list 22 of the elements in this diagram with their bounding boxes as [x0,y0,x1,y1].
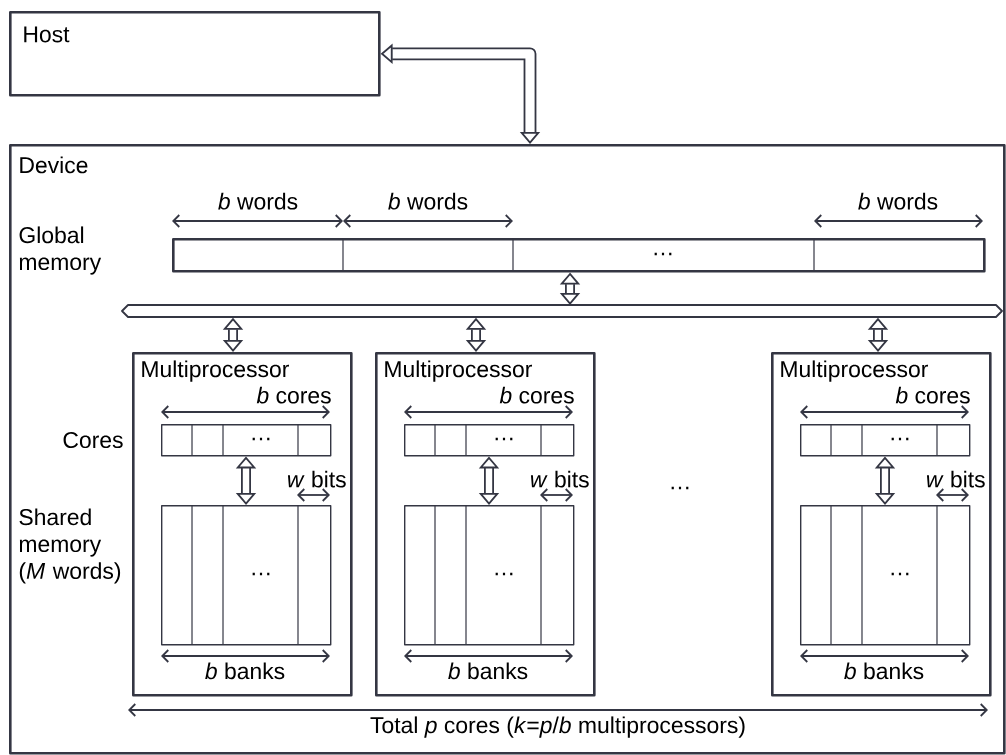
core-array: … [404,423,575,457]
dimension-label: b words [858,192,938,210]
double-arrow [478,456,500,505]
dimension-label: w bits [926,470,985,488]
dimension-label: w bits [287,470,346,488]
memory-bank-array: … [404,504,575,646]
double-arrow [874,456,896,505]
row-label: Global memory [19,226,102,275]
double-arrow [235,456,257,505]
dimension-label: Total p cores (k=p/b multiprocessors) [370,716,745,738]
core-array: … [800,423,971,457]
memory-array: … [172,237,986,273]
bus-bar [121,304,1003,318]
row-label: Shared memory (M words) [19,508,121,584]
core-array: … [161,423,332,457]
host-box: Host [9,11,381,97]
ellipsis: … [671,486,689,490]
row-label: Cores [63,431,123,449]
memory-bank-array: … [161,504,332,646]
dimension-label: b words [388,192,468,210]
dimension-label: w bits [530,470,589,488]
memory-bank-array: … [800,504,971,646]
